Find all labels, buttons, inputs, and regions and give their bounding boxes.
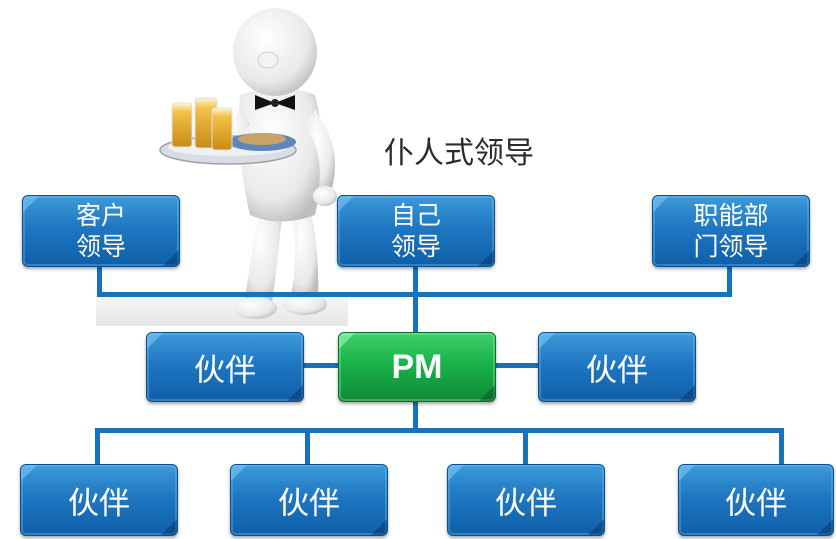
partner-label: 伙伴: [495, 485, 557, 522]
partner-node-bottom-4: 伙伴: [678, 464, 834, 536]
node-label-line1: 自己: [390, 201, 441, 230]
partner-label: 伙伴: [194, 352, 256, 389]
partner-node-left: 伙伴: [146, 332, 304, 402]
partner-label: 伙伴: [725, 485, 787, 522]
connector: [305, 428, 310, 465]
node-label-line2: 门领导: [693, 232, 769, 261]
partner-node-bottom-2: 伙伴: [230, 464, 388, 536]
pm-label: PM: [391, 347, 443, 386]
connector: [300, 363, 340, 368]
partner-label: 伙伴: [278, 485, 340, 522]
connector: [413, 401, 418, 432]
functional-leader-node: 职能部门领导: [652, 195, 810, 267]
waiter-figure-icon: [159, 8, 337, 319]
node-label-line1: 客户: [75, 201, 126, 230]
connector: [727, 264, 732, 296]
connector: [95, 428, 100, 465]
connector: [413, 264, 418, 334]
partner-node-right: 伙伴: [538, 332, 696, 402]
own-leader-node: 自己领导: [337, 195, 495, 267]
node-label-line1: 职能部: [693, 201, 769, 230]
diagram-caption: 仆人式领导: [384, 136, 534, 171]
connector: [494, 363, 540, 368]
connector: [97, 292, 732, 297]
partner-node-bottom-1: 伙伴: [20, 464, 178, 536]
partner-node-bottom-3: 伙伴: [447, 464, 605, 536]
partner-label: 伙伴: [586, 352, 648, 389]
connector: [523, 428, 528, 465]
partner-label: 伙伴: [68, 485, 130, 522]
connector: [97, 264, 102, 296]
node-label-line2: 领导: [75, 232, 126, 261]
connector: [95, 428, 784, 433]
node-label-line2: 领导: [390, 232, 441, 261]
pm-node: PM: [338, 332, 496, 402]
customer-leader-node: 客户领导: [22, 195, 180, 267]
connector: [779, 428, 784, 465]
